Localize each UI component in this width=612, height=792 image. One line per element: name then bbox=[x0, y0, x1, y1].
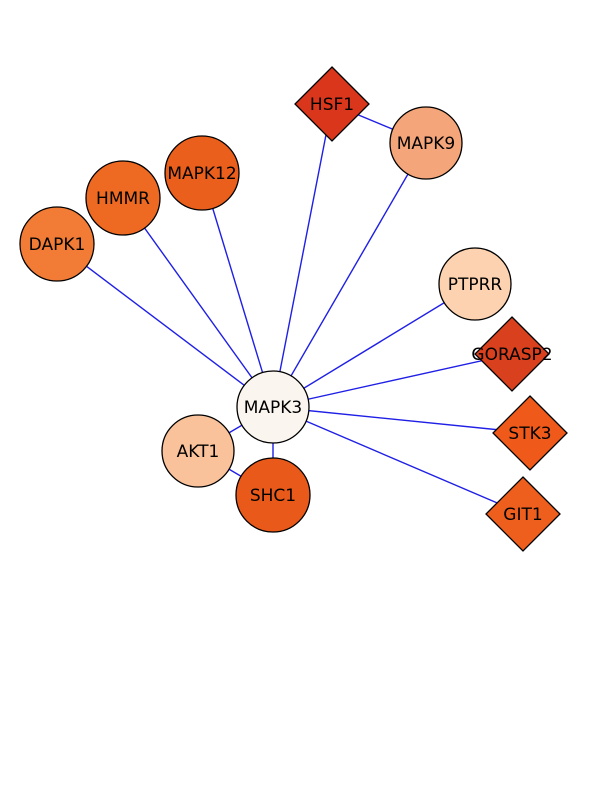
node-label: MAPK12 bbox=[167, 164, 236, 184]
node-label: PTPRR bbox=[448, 275, 503, 295]
node-hmmr: HMMR bbox=[85, 160, 161, 236]
edge-mapk3-ptprr bbox=[272, 283, 476, 408]
diamond-node-shape bbox=[474, 316, 550, 392]
circle-node-shape bbox=[236, 370, 310, 444]
edge-mapk3-stk3 bbox=[272, 406, 531, 434]
node-label: HSF1 bbox=[310, 95, 354, 115]
node-mapk3: MAPK3 bbox=[236, 370, 310, 444]
diamond-node-shape bbox=[485, 476, 561, 552]
circle-node-shape bbox=[161, 414, 235, 488]
node-label: SHC1 bbox=[250, 486, 296, 506]
circle-node-shape bbox=[389, 106, 463, 180]
node-label: MAPK9 bbox=[397, 134, 456, 154]
circle-node-shape bbox=[85, 160, 161, 236]
edge-mapk3-mapk12 bbox=[201, 172, 274, 408]
node-ptprr: PTPRR bbox=[438, 247, 512, 321]
edge-mapk3-hmmr bbox=[122, 197, 274, 408]
node-label: AKT1 bbox=[177, 442, 220, 462]
circle-node-shape bbox=[164, 135, 240, 211]
edge-mapk3-hsf1 bbox=[272, 103, 333, 408]
node-label: STK3 bbox=[508, 424, 551, 444]
node-stk3: STK3 bbox=[492, 395, 568, 471]
node-mapk12: MAPK12 bbox=[164, 135, 240, 211]
node-label: HMMR bbox=[96, 189, 150, 209]
node-git1: GIT1 bbox=[485, 476, 561, 552]
node-label: DAPK1 bbox=[29, 235, 86, 255]
circle-node-shape bbox=[19, 206, 95, 282]
node-label: GIT1 bbox=[503, 505, 542, 525]
node-mapk9: MAPK9 bbox=[389, 106, 463, 180]
node-label: GORASP2 bbox=[471, 345, 552, 365]
node-label: MAPK3 bbox=[244, 398, 303, 418]
node-akt1: AKT1 bbox=[161, 414, 235, 488]
node-dapk1: DAPK1 bbox=[19, 206, 95, 282]
diamond-node-shape bbox=[492, 395, 568, 471]
node-gorasp2: GORASP2 bbox=[471, 316, 553, 392]
edge-mapk3-dapk1 bbox=[56, 243, 274, 408]
edge-mapk3-mapk9 bbox=[272, 142, 427, 408]
diamond-node-shape bbox=[294, 66, 370, 142]
edge-mapk3-gorasp2 bbox=[272, 353, 513, 408]
node-shc1: SHC1 bbox=[235, 457, 311, 533]
node-hsf1: HSF1 bbox=[294, 66, 370, 142]
circle-node-shape bbox=[438, 247, 512, 321]
edge-mapk3-git1 bbox=[272, 406, 524, 515]
circle-node-shape bbox=[235, 457, 311, 533]
